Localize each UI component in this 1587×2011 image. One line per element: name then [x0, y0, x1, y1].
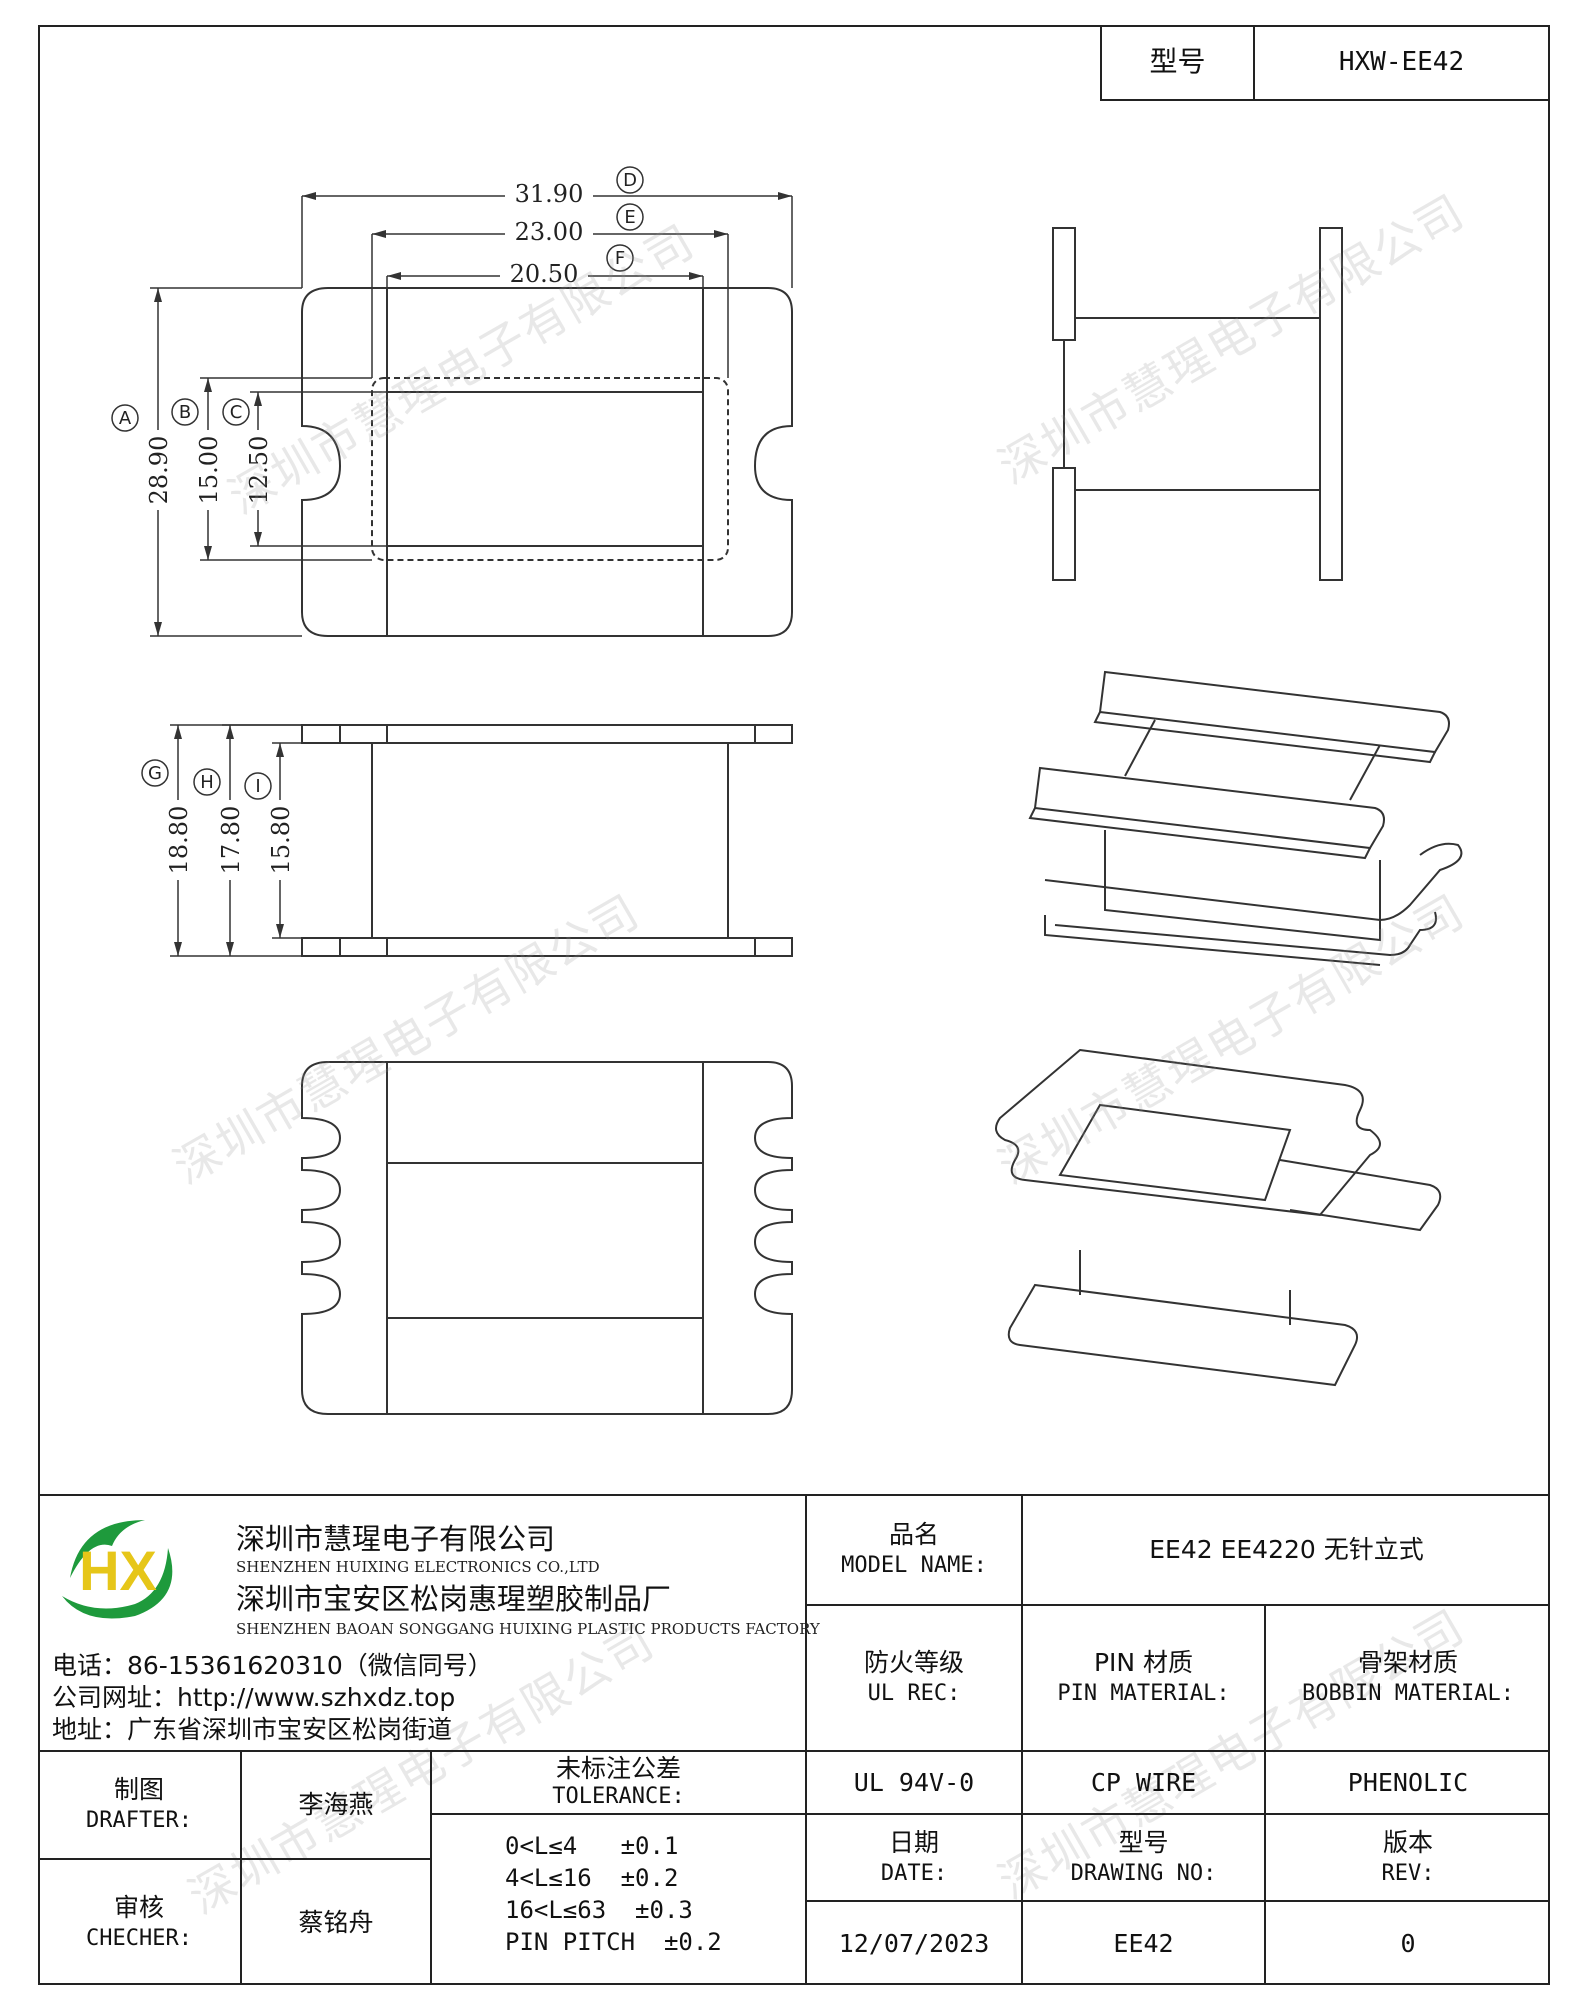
date-label-cn: 日期: [888, 1827, 939, 1857]
divider: [805, 1604, 1550, 1606]
drawing-no-label: 型号 DRAWING NO:: [1023, 1815, 1264, 1900]
model-name-label-en: MODEL NAME:: [841, 1553, 987, 1578]
dim-D-letter: D: [623, 170, 637, 191]
ul-rec-label: 防火等级 UL REC:: [807, 1606, 1021, 1750]
tolerance-label: 未标注公差 TOLERANCE:: [432, 1752, 805, 1813]
bottom-view: [301, 1061, 793, 1415]
type-label: 型号: [1100, 25, 1255, 101]
dim-H-letter: H: [200, 772, 214, 793]
divider: [805, 1494, 807, 1985]
drawing-sheet: [38, 25, 1550, 1985]
divider: [430, 1750, 432, 1985]
tolerance-row: 4<L≤16 ±0.2: [505, 1864, 679, 1892]
bobbin-material-label-en: BOBBIN MATERIAL:: [1302, 1681, 1514, 1706]
rev-label-cn: 版本: [1382, 1827, 1433, 1857]
front-view: [301, 724, 793, 957]
dim-E-value: 23.00: [515, 218, 584, 246]
divider: [430, 1813, 805, 1815]
pin-material-label-cn: PIN 材质: [1093, 1648, 1194, 1677]
checker-value: 蔡铭舟: [298, 1907, 374, 1937]
dim-B-value: 15.00: [195, 436, 223, 505]
model-name-label-cn: 品名: [888, 1520, 939, 1549]
company-logo: HX: [62, 1520, 173, 1619]
divider: [805, 1813, 1550, 1815]
date-label-en: DATE:: [880, 1860, 948, 1886]
bobbin-material-label-cn: 骨架材质: [1357, 1648, 1458, 1677]
ul-rec-label-cn: 防火等级: [863, 1648, 964, 1677]
top-view: [301, 287, 793, 637]
logo-letters: HX: [79, 1539, 157, 1602]
drawing-no-value: EE42: [1113, 1928, 1174, 1958]
drawing-no-label-cn: 型号: [1118, 1827, 1169, 1857]
drafter-label: 制图 DRAFTER:: [38, 1752, 240, 1858]
dim-A-letter: A: [119, 408, 132, 429]
address: 地址：广东省深圳市宝安区松岗街道: [52, 1715, 453, 1744]
divider: [240, 1750, 242, 1985]
bobbin-material-value: PHENOLIC: [1347, 1767, 1469, 1797]
factory-name-cn: 深圳市宝安区松岗惠瑆塑胶制品厂: [236, 1582, 672, 1616]
model-name-value: EE42 EE4220 无针立式: [1149, 1535, 1424, 1564]
dim-H-value: 17.80: [217, 806, 245, 875]
company-block: HX 深圳市慧瑆电子有限公司 SHENZHEN HUIXING ELECTRON…: [38, 1496, 820, 1750]
checker-label: 审核 CHECHER:: [38, 1860, 240, 1985]
tolerance-label-en: TOLERANCE:: [552, 1783, 685, 1809]
model-name-label: 品名 MODEL NAME:: [807, 1496, 1021, 1604]
date-value: 12/07/2023: [838, 1928, 990, 1958]
divider: [805, 1900, 1550, 1902]
website: 公司网址：http://www.szhxdz.top: [52, 1683, 456, 1712]
divider: [38, 1750, 1550, 1752]
type-value: HXW-EE42: [1253, 25, 1550, 101]
dim-A-value: 28.90: [145, 436, 173, 505]
factory-name-en: SHENZHEN BAOAN SONGGANG HUIXING PLASTIC …: [236, 1620, 820, 1638]
dim-G-value: 18.80: [165, 806, 193, 875]
date-label: 日期 DATE:: [807, 1815, 1021, 1900]
dim-E-letter: E: [624, 207, 635, 228]
checker-label-en: CHECHER:: [86, 1925, 192, 1951]
title-block-top-line: [38, 1494, 1550, 1496]
drawing-no-label-en: DRAWING NO:: [1070, 1860, 1217, 1886]
bobbin-material-label: 骨架材质 BOBBIN MATERIAL:: [1266, 1606, 1550, 1750]
ul-rec-label-en: UL REC:: [867, 1681, 961, 1706]
tolerance-row: 16<L≤63 ±0.3: [505, 1896, 693, 1924]
dim-B-letter: B: [179, 402, 191, 423]
drafter-label-en: DRAFTER:: [86, 1808, 192, 1833]
ul-rec-value: UL 94V-0: [853, 1767, 975, 1797]
isometric-view-top: [1028, 670, 1463, 966]
tolerance-row: PIN PITCH ±0.2: [505, 1928, 722, 1956]
dim-I-letter: I: [255, 776, 260, 797]
dim-F-letter: F: [615, 248, 625, 269]
dim-D-value: 31.90: [515, 180, 584, 208]
drafter-label-cn: 制图: [113, 1775, 164, 1804]
pin-material-label-en: PIN MATERIAL:: [1057, 1681, 1230, 1706]
company-name-cn: 深圳市慧瑆电子有限公司: [236, 1522, 556, 1556]
drafter-value: 李海燕: [298, 1790, 374, 1819]
dim-F-value: 20.50: [510, 260, 579, 288]
divider: [1264, 1604, 1266, 1985]
technical-drawing: 31.90 23.00 20.50 D E F 28.90 15.00 12.5…: [111, 166, 1463, 1415]
rev-value: 0: [1400, 1928, 1416, 1958]
pin-material-label: PIN 材质 PIN MATERIAL:: [1023, 1606, 1264, 1750]
checker-label-cn: 审核: [113, 1892, 164, 1922]
dim-C-value: 12.50: [245, 436, 273, 505]
pin-material-value: CP WIRE: [1090, 1767, 1197, 1797]
dim-I-value: 15.80: [267, 806, 295, 875]
company-name-en: SHENZHEN HUIXING ELECTRONICS CO.,LTD: [236, 1558, 600, 1576]
tolerance-list: 0<L≤4 ±0.1 4<L≤16 ±0.2 16<L≤63 ±0.3 PIN …: [505, 1830, 795, 1958]
divider: [1021, 1494, 1023, 1985]
dim-C-letter: C: [230, 402, 243, 423]
tolerance-row: 0<L≤4 ±0.1: [505, 1832, 679, 1860]
rev-label-en: REV:: [1381, 1860, 1435, 1886]
side-view: [1052, 227, 1343, 581]
phone: 电话：86-15361620310（微信同号）: [52, 1651, 493, 1680]
divider: [38, 1858, 430, 1860]
rev-label: 版本 REV:: [1266, 1815, 1550, 1900]
isometric-view-bottom: [995, 1048, 1442, 1387]
dim-G-letter: G: [148, 763, 162, 784]
tolerance-label-cn: 未标注公差: [555, 1753, 681, 1783]
